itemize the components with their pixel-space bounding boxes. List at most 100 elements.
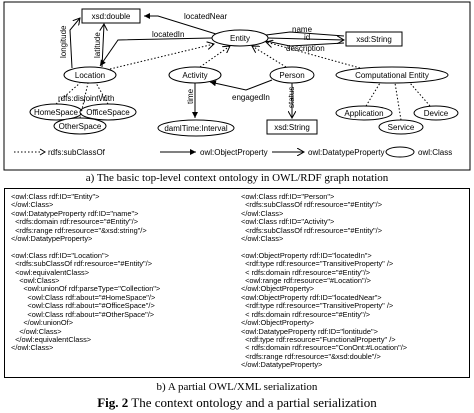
code-line: </owl:DatatypeProperty> [11, 234, 93, 244]
code-line: <owl:Class rdf:about="#OtherSpace"/> [11, 309, 155, 319]
code-line: <rdf:type rdf:resource="TransitiveProper… [241, 259, 394, 269]
edge-subclass-person [252, 46, 287, 68]
node-daml-time-interval: damlTime:Interval [164, 124, 228, 133]
figure-label: Fig. 2 [97, 395, 129, 410]
xsd-string-person-box [266, 119, 318, 135]
code-line: <owl:Class rdf:ID="Location"> [11, 250, 109, 260]
code-line: </owl:ObjectProperty> [241, 284, 315, 294]
node-person: Person [279, 71, 304, 80]
code-line: <owl:Class rdf:ID="Entity"> [11, 192, 100, 201]
label-name: name [292, 25, 313, 34]
ontology-graph: xsd:double xsd:String xsd:String Entity … [3, 1, 471, 171]
node-computational-entity: Computational Entity [355, 71, 429, 80]
label-description: description [286, 44, 325, 53]
edge-engaged-in [209, 79, 273, 91]
node-xsd-string-person: xsd:String [274, 123, 310, 132]
edge-subclass-application [365, 82, 381, 107]
code-line: </owl:unionOf> [11, 318, 74, 328]
edge-subclass-device [409, 82, 431, 107]
application-node [335, 105, 393, 121]
label-located-in: locatedIn [152, 30, 184, 39]
code-line: <owl:DatatypeProperty rdf:ID="lontitude"… [241, 326, 378, 336]
label-longitude: longitude [59, 25, 68, 58]
node-homespace: HomeSpace [34, 108, 79, 117]
code-line: <owl:Class> [11, 276, 60, 286]
node-service: Service [388, 123, 415, 132]
edge-subclass-officespace [95, 82, 109, 105]
edge-subclass-otherspace [79, 82, 89, 119]
edge-name [265, 31, 345, 37]
location-node [63, 66, 117, 84]
code-line: </owl:ObjectProperty> [241, 318, 315, 328]
edge-located-in [99, 37, 213, 67]
legend-subclass-arrow [39, 148, 46, 156]
code-line: <rdf:type rdf:resource="FunctionalProper… [241, 334, 396, 344]
code-line: < rdfs:domain rdf:resource="#Entity"/> [241, 309, 371, 319]
device-node [413, 105, 459, 121]
xsd-string-top-box [345, 31, 403, 47]
code-line: <owl:equivalentClass> [11, 267, 90, 277]
panel-b-frame: <owl:Class rdf:ID="Entity"></owl:Class><… [4, 188, 470, 378]
code-line: </owl:equivalentClass> [11, 334, 92, 344]
edge-subclass-computational [266, 42, 361, 69]
edge-description [265, 40, 345, 47]
xsd-double-box [81, 8, 141, 24]
edge-located-near [144, 13, 217, 35]
code-line: < rdfs:domain rdf:resource="ConOnt:#Loca… [241, 343, 408, 353]
code-line: </owl:Class> [11, 326, 62, 336]
edge-latitude [102, 24, 104, 68]
legend-datatype-property: owl:DatatypeProperty [308, 148, 384, 157]
caption-a: a) The basic top-level context ontology … [85, 172, 389, 184]
node-xsd-double: xsd:double [92, 12, 131, 21]
code-line: <owl:Class rdf:ID="Activity"> [241, 217, 335, 227]
code-line: <rdfs:subClassOf rdf:resource="#Entity"/… [241, 225, 383, 235]
code-line: <rdfs:range rdf:resource="&xsd:string"/> [11, 225, 147, 235]
code-line: <owl:ObjectProperty rdf:ID="locatedIn"> [241, 250, 372, 260]
label-located-near: locatedNear [184, 12, 227, 21]
code-line: <owl:Class rdf:about="#HomeSpace"/> [11, 292, 156, 302]
legend-subclass-of: rdfs:subClassOf [48, 148, 106, 157]
label-time: time [186, 88, 195, 104]
code-block-left: <owl:Class rdf:ID="Entity"></owl:Class><… [11, 192, 161, 353]
code-line: < rdfs:domain rdf:resource="#Entity"/> [241, 267, 371, 277]
code-line: <rdfs:range rdf:resource="&xsd:double"/> [241, 351, 381, 361]
legend-owl-class: owl:Class [418, 148, 452, 157]
code-line: <owl:Class rdf:ID="Person"> [241, 192, 335, 201]
code-line: </owl:DatatypeProperty> [241, 360, 323, 370]
code-line: <rdfs:subClassOf rdf:resource="#Entity"/… [241, 200, 383, 210]
edge-subclass-location [109, 44, 214, 70]
label-latitude: latitude [93, 32, 102, 58]
node-entity: Entity [230, 34, 250, 43]
edge-longitude [69, 18, 80, 69]
legend-class-ellipse [385, 146, 415, 158]
code-line: <rdf:type rdf:resource="TransitiveProper… [241, 301, 394, 311]
code-line: <rdfs:domain rdf:resource="#Entity"/> [11, 217, 139, 227]
code-line: <owl:unionOf rdf:parseType="Collection"> [11, 284, 161, 294]
edge-id [267, 38, 344, 40]
node-officespace: OfficeSpace [86, 108, 130, 117]
code-block-right: <owl:Class rdf:ID="Person"> <rdfs:subCla… [241, 192, 408, 370]
code-line: </owl:Class> [241, 208, 284, 218]
code-line: <owl:range rdf:resource="#Location"/> [241, 276, 371, 286]
label-engaged-in: engagedIn [232, 93, 270, 102]
label-id: id [304, 33, 310, 42]
computational-entity-node [335, 66, 449, 84]
legend-object-property: owl:ObjectProperty [200, 148, 268, 157]
label-status: status [287, 87, 296, 108]
node-xsd-string-top: xsd:String [356, 35, 392, 44]
panel-a-frame [3, 1, 471, 171]
label-disjoint-with: rdfs:disjointWith [58, 94, 114, 103]
node-device: Device [424, 109, 449, 118]
figure-text: The context ontology and a partial seria… [128, 395, 377, 410]
node-location: Location [75, 71, 105, 80]
node-activity: Activity [182, 71, 207, 80]
code-line: <owl:ObjectProperty rdf:ID="locatedNear"… [241, 292, 382, 302]
caption-b: b) A partial OWL/XML serialization [156, 381, 318, 393]
node-otherspace: OtherSpace [59, 122, 102, 131]
edge-subclass-service [394, 82, 402, 121]
code-line: </owl:Class> [241, 234, 284, 244]
code-line: <owl:DatatypeProperty rdf:ID="name"> [11, 208, 139, 218]
edge-subclass-activity [199, 46, 230, 68]
node-application: Application [344, 109, 383, 118]
code-line: <rdfs:subClassOf rdf:resource="#Entity"/… [11, 259, 153, 269]
